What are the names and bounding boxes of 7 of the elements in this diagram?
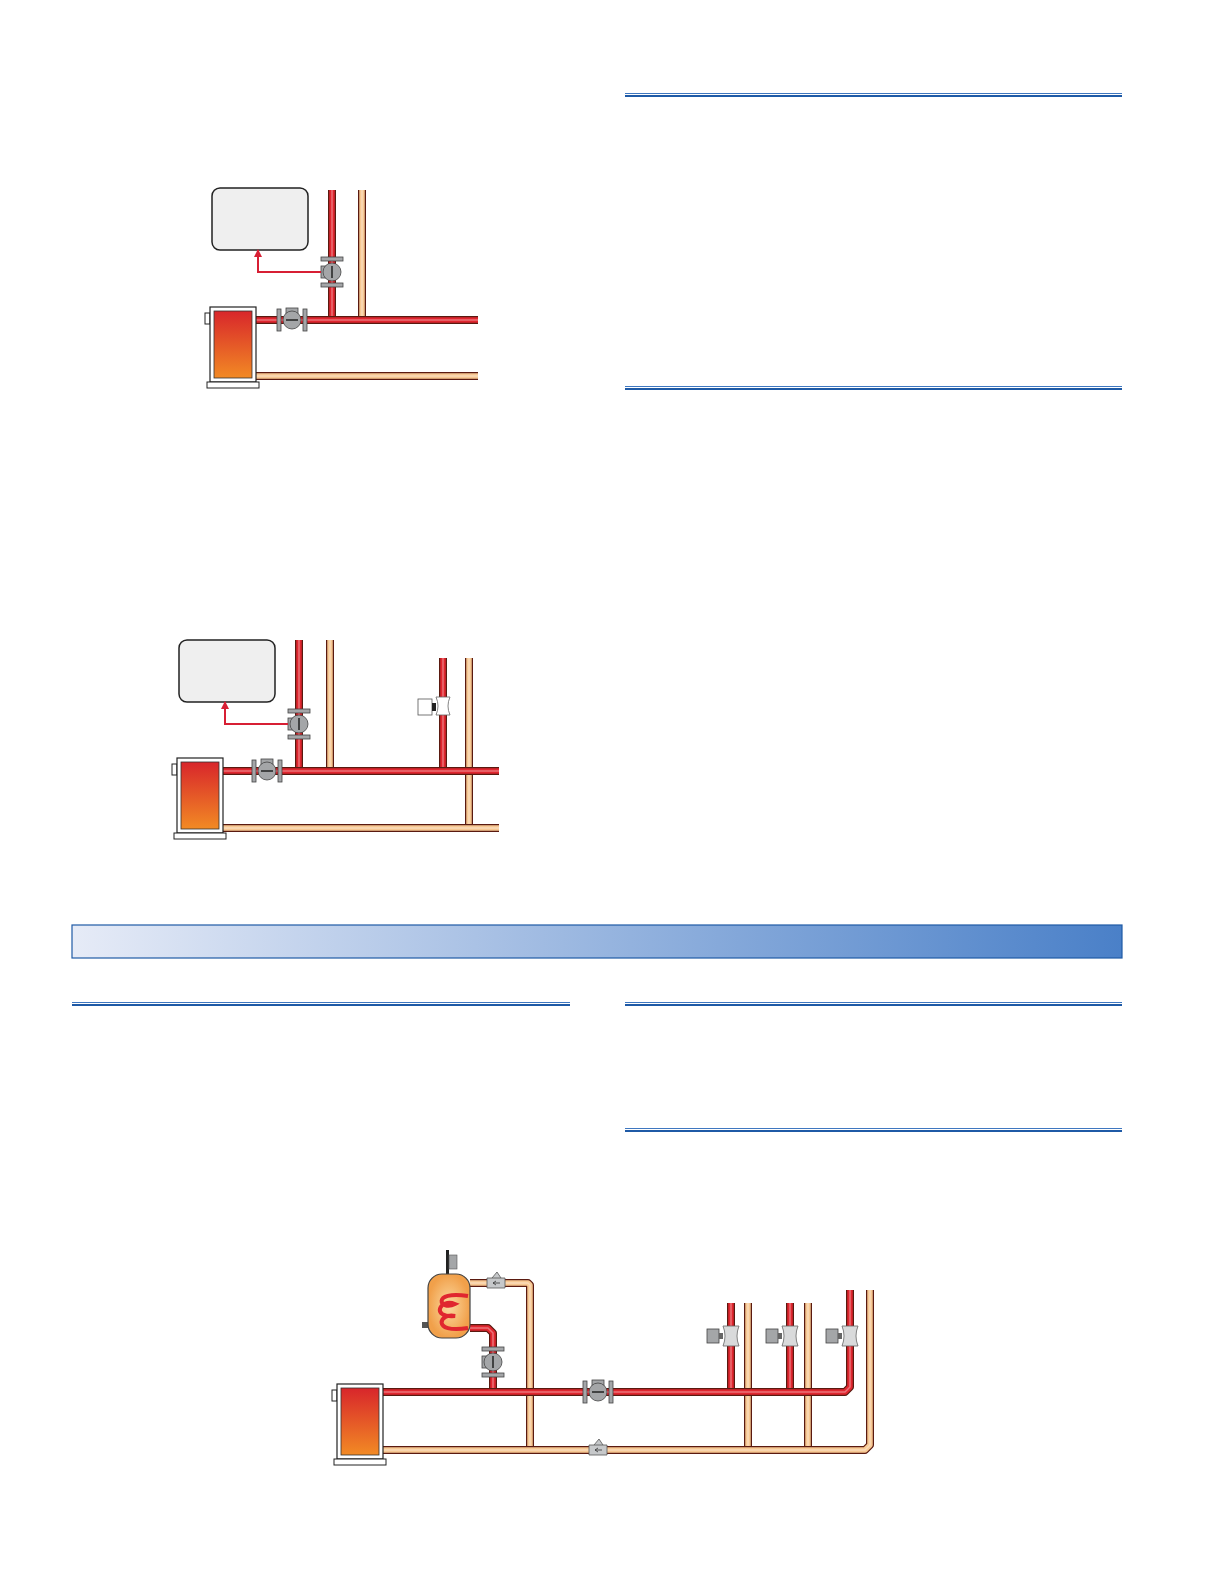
controller-box — [178, 639, 276, 703]
signal-arrow — [221, 701, 289, 725]
pump-icon — [287, 708, 311, 740]
pump-icon — [320, 256, 344, 288]
signal-arrow — [254, 249, 322, 273]
section-banner — [71, 924, 1123, 959]
controller-box — [211, 187, 309, 251]
